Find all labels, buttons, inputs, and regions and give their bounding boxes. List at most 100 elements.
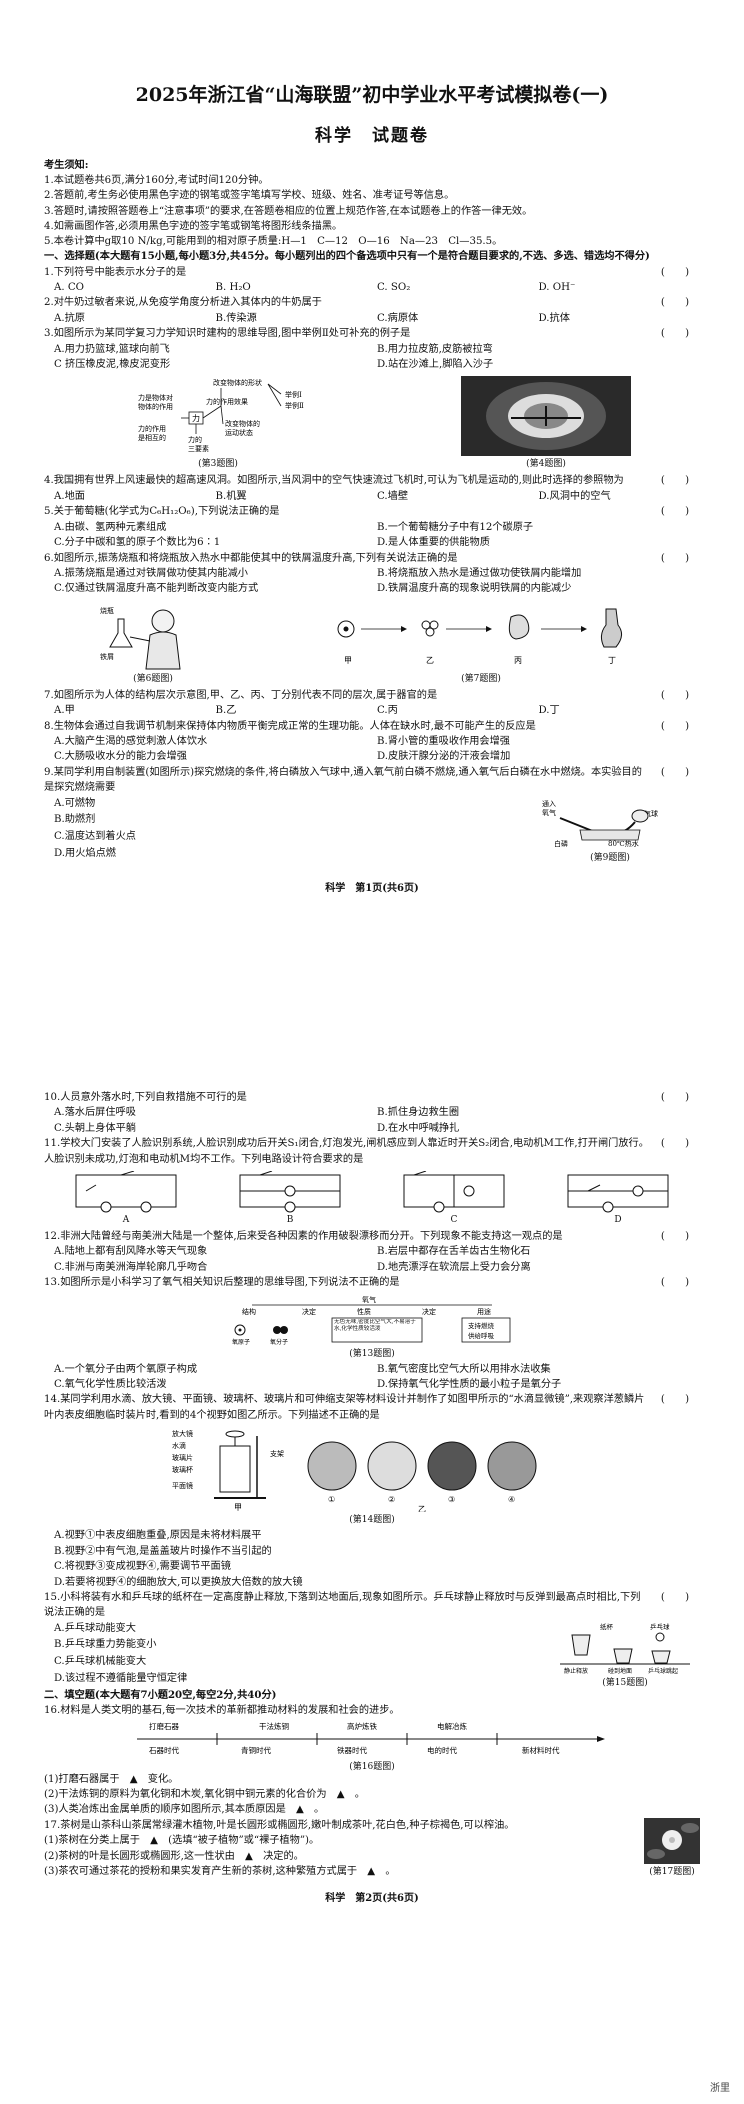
question-3: ( ) 3.如图所示为某同学复习力学知识时建构的思维导图,图中举例Ⅱ处可补充的例子… xyxy=(44,326,700,341)
option: D.风洞中的空气 xyxy=(538,490,611,502)
option: A.陆地上都有刮风降水等天气现象 xyxy=(54,1246,208,1258)
circuit-diagram xyxy=(75,1171,177,1213)
tea-plant-photo xyxy=(644,1817,700,1864)
figure-caption: (第17题图) xyxy=(649,1866,695,1877)
option: C.病原体 xyxy=(377,312,419,324)
question-stem: 3.如图所示为某同学复习力学知识时建构的思维导图,图中举例Ⅱ处可补充的例子是 xyxy=(44,328,411,340)
figure-3: 改变物体的形状 力是物体对 物体的作用 力的作用效果 力的作用 是相互的 力的 … xyxy=(113,376,323,469)
fig-label: 丁 xyxy=(608,656,616,665)
answer-paren[interactable]: ( ) xyxy=(660,297,690,309)
fig-label: 结构 xyxy=(242,1307,256,1316)
question-stem: 5.关于葡萄糖(化学式为C₆H₁₂O₆),下列说法正确的是 xyxy=(44,506,280,518)
notice-heading: 考生须知: xyxy=(44,159,89,171)
question-17: 17.茶树是山茶科山茶属常绿灌木植物,叶是长圆形或椭圆形,嫩叶制成茶叶,花白色,… xyxy=(44,1817,700,1880)
ping-pong-cup-figure: 纸杯 乒乓球 静止释放 碰到地面 乒乓球跳起 xyxy=(560,1622,690,1675)
figure-7: 甲 乙 丙 丁 (第7题图) xyxy=(316,601,646,684)
answer-paren[interactable]: ( ) xyxy=(660,1394,690,1406)
notice-line: 3.答题时,请按照答题卷上“注意事项”的要求,在答题卷相应的位置上规范作答,在本… xyxy=(44,205,533,217)
question-13: ( )13.如图所示是小科学习了氧气相关知识后整理的思维导图,下列说法不正确的是 xyxy=(44,1275,700,1290)
answer-paren[interactable]: ( ) xyxy=(660,328,690,340)
fig-label: 氧气 xyxy=(542,808,556,817)
answer-paren[interactable]: ( ) xyxy=(660,1231,690,1243)
figure-17: (第17题图) xyxy=(644,1817,700,1880)
answer-paren[interactable]: ( ) xyxy=(660,766,690,778)
figure-caption: (第9题图) xyxy=(590,852,630,863)
option: A.振荡烧瓶是通过对铁屑做功使其内能减小 xyxy=(54,567,248,579)
question-6: ( ) 6.如图所示,振荡烧瓶和将烧瓶放入热水中都能使其中的铁屑温度升高,下列有关… xyxy=(44,551,700,566)
figure-16: 打磨石器 干法炼铜 高炉炼铁 电解冶炼 石器时代 青铜时代 铁器时代 电的时代 … xyxy=(44,1719,700,1772)
answer-blank[interactable]: ▲ xyxy=(367,1864,376,1877)
question-stem: 14.某同学利用水滴、放大镜、平面镜、玻璃杯、玻璃片和可伸缩支架等材料设计并制作… xyxy=(44,1394,645,1421)
answer-paren[interactable]: ( ) xyxy=(660,689,690,701)
fig-label: 氧气 xyxy=(362,1295,376,1304)
fig-label: 白磷 xyxy=(554,839,568,848)
figure-caption: (第15题图) xyxy=(602,1677,648,1688)
question-stem: 1.下列符号中能表示水分子的是 xyxy=(44,266,187,278)
answer-paren[interactable]: ( ) xyxy=(660,266,690,278)
question-stem: 6.如图所示,振荡烧瓶和将烧瓶放入热水中都能使其中的铁屑温度升高,下列有关说法正… xyxy=(44,552,458,564)
answer-paren[interactable]: ( ) xyxy=(660,1591,690,1603)
option: A.地面 xyxy=(54,490,85,502)
fig-label: 力的 xyxy=(188,435,202,444)
timeline-label: 高炉炼铁 xyxy=(347,1721,377,1731)
water-drop-microscope: 放大镜 水滴 玻璃片 玻璃杯 平面镜 支架 甲 ① ② ③ ④ xyxy=(172,1429,537,1512)
page-subtitle: 科学 试题卷 xyxy=(315,126,429,146)
q17-sub-2: (2)茶树的叶是长圆形或椭圆形,这一性状由 ▲ 决定的。 xyxy=(44,1849,304,1862)
option: D.该过程不遵循能量守恒定律 xyxy=(54,1672,188,1684)
question-stem: 10.人员意外落水时,下列自救措施不可行的是 xyxy=(44,1092,247,1103)
answer-blank[interactable]: ▲ xyxy=(150,1834,158,1847)
figure-caption: (第16题图) xyxy=(349,1761,395,1772)
answer-paren[interactable]: ( ) xyxy=(660,506,690,518)
fig-label: 决定 xyxy=(302,1307,316,1316)
page-footer: 科学 第2页(共6页) xyxy=(325,1893,419,1905)
fig-label: 改变物体的形状 xyxy=(213,378,262,387)
question-stem: 2.对牛奶过敏者来说,从免疫学角度分析进入其体内的牛奶属于 xyxy=(44,297,322,309)
page-footer: 科学 第1页(共6页) xyxy=(325,882,419,894)
option: C.墙壁 xyxy=(377,490,409,502)
answer-paren[interactable]: ( ) xyxy=(660,552,690,564)
fig-label: 碰到地面 xyxy=(608,1667,632,1675)
body-structure-levels: 甲 乙 丙 丁 xyxy=(337,608,622,665)
option: A.用力扔篮球,篮球向前飞 xyxy=(54,343,170,355)
figure-caption: (第14题图) xyxy=(349,1515,395,1526)
fig-label: 水滴 xyxy=(172,1441,186,1450)
option: A. CO xyxy=(54,282,84,294)
answer-blank[interactable]: ▲ xyxy=(245,1849,253,1862)
answer-paren[interactable]: ( ) xyxy=(660,475,690,487)
answer-paren[interactable]: ( ) xyxy=(660,1092,690,1103)
option: D.皮肤汗腺分泌的汗液会增加 xyxy=(377,751,511,763)
answer-blank[interactable]: ▲ xyxy=(129,1772,138,1785)
option: A.可燃物 xyxy=(54,797,96,809)
answer-paren[interactable]: ( ) xyxy=(660,1277,690,1289)
question-stem: 7.如图所示为人体的结构层次示意图,甲、乙、丙、丁分别代表不同的层次,属于器官的… xyxy=(44,689,438,701)
fig-label: 乙 xyxy=(426,656,434,665)
figure-14: 放大镜 水滴 玻璃片 玻璃杯 平面镜 支架 甲 ① ② ③ ④ xyxy=(44,1426,700,1525)
option: B.乒乓球重力势能变小 xyxy=(54,1639,157,1651)
answer-paren[interactable]: ( ) xyxy=(660,720,690,732)
combustion-apparatus: 通入 氧气 气球 白磷 80℃热水 xyxy=(542,799,658,848)
fig-label: 铁屑 xyxy=(100,652,114,661)
fig-label: 决定 xyxy=(422,1307,436,1316)
circuit-label: C xyxy=(450,1215,458,1226)
option: A.大脑产生渴的感觉刺激人体饮水 xyxy=(54,735,208,747)
fig-label: 力 xyxy=(192,413,200,423)
notice-line: 4.如需画图作答,必须用黑色字迹的签字笔或钢笔将图形线条描黑。 xyxy=(44,220,343,232)
option: A.甲 xyxy=(54,705,75,717)
fig-label: 是相互的 xyxy=(138,433,166,442)
notice-block: 考生须知: 1.本试题卷共6页,满分160分,考试时间120分钟。 2.答题前,… xyxy=(44,158,700,249)
question-stem: 11.学校大门安装了人脸识别系统,人脸识别成功后开关S₁闭合,灯泡发光,闸机感应… xyxy=(44,1138,649,1165)
answer-paren[interactable]: ( ) xyxy=(660,1138,690,1150)
q16-sub-1: (1)打磨石器属于 ▲ 变化。 xyxy=(44,1772,179,1785)
fig-label: 运动状态 xyxy=(225,428,253,437)
option: D.在水中呼喊挣扎 xyxy=(377,1122,460,1134)
figure-caption: (第3题图) xyxy=(198,459,238,470)
answer-blank[interactable]: ▲ xyxy=(336,1787,345,1800)
fig-label: 支架 xyxy=(270,1449,284,1458)
answer-blank[interactable]: ▲ xyxy=(295,1803,304,1816)
fig-label: 静止释放 xyxy=(564,1667,588,1675)
